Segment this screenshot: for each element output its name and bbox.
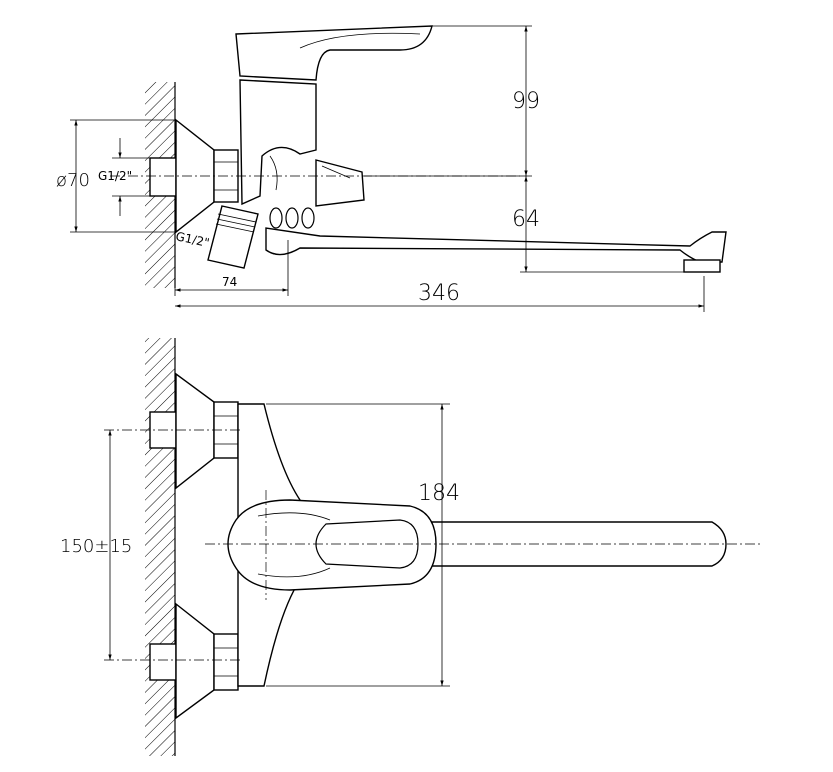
label-spout-length: 346 xyxy=(418,281,460,306)
dim-spout-height: 64 xyxy=(512,176,700,273)
wall-hatch-bottom xyxy=(145,338,175,756)
mixer-body xyxy=(239,79,317,206)
dim-thread-top: G1/2" xyxy=(98,138,150,216)
lever-handle xyxy=(235,25,433,81)
front-view: 184 150±15 xyxy=(60,338,760,756)
hex-nut-lower xyxy=(213,633,239,691)
handle-inset xyxy=(315,519,419,569)
side-view: ø70 G1/2" G1/2" 99 64 xyxy=(56,25,727,312)
label-thread-top: G1/2" xyxy=(98,169,132,183)
label-flange-diameter: ø70 xyxy=(56,170,90,191)
label-spout-height: 64 xyxy=(512,207,540,232)
dim-flange-diameter: ø70 xyxy=(56,119,176,233)
dim-height-top: 99 xyxy=(364,25,540,177)
flange-lower xyxy=(175,602,215,720)
label-wall-offset: 74 xyxy=(222,275,237,289)
label-overall-height: 184 xyxy=(418,481,460,506)
dim-wall-offset: 74 xyxy=(174,240,289,296)
label-thread-angled: G1/2" xyxy=(174,229,210,250)
diverter-knob xyxy=(315,159,365,207)
spout xyxy=(265,227,727,263)
angled-connector xyxy=(207,205,259,269)
flange-upper xyxy=(175,372,215,490)
aerator xyxy=(683,259,721,273)
label-height-top: 99 xyxy=(512,89,540,114)
wall-pipe-lower xyxy=(149,643,177,681)
dim-overall-height: 184 xyxy=(266,403,460,687)
dim-center-distance: 150±15 xyxy=(60,430,132,660)
wall-pipe-top xyxy=(149,157,177,197)
label-center-distance: 150±15 xyxy=(60,536,132,557)
dim-spout-length: 346 xyxy=(175,276,705,312)
lever-handle-front xyxy=(227,499,437,591)
